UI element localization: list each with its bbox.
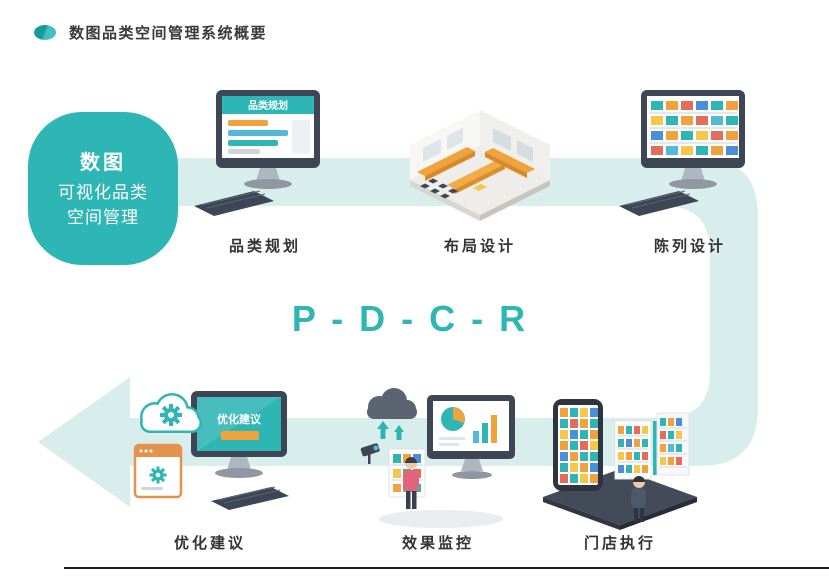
cloud-gear-icon [140,393,202,433]
station-label: 效果监控 [401,535,474,552]
screen-title: 优化建议 [217,412,262,426]
station-label: 优化建议 [173,535,246,552]
hero-blob-title: 数图 [80,152,126,175]
station-label: 陈列设计 [653,238,726,255]
hero-blob-subtitle-1: 可视化品类 [58,183,148,203]
checker-tiles [420,178,458,199]
page-title: 数图品类空间管理系统概要 [69,25,268,42]
store-room-illustration [410,110,550,221]
gear-icon [160,404,182,426]
gear-icon-small [149,466,167,484]
station-store-execution: 门店执行 [535,385,705,553]
station-display-design: 陈列设计 [605,88,775,256]
phone-store-shelves-icon [543,399,697,530]
station-label: 门店执行 [583,535,656,552]
keyboard-icon [619,190,699,216]
station-optimization-suggestion: 优化建议 [125,385,295,553]
monitor-icon: 优化建议 [191,391,287,478]
store-shelves-icon [614,412,690,480]
person-figure [403,457,419,509]
planogram-cells [560,408,598,483]
station-label: 布局设计 [443,238,516,255]
cloud-upload-icon [367,388,417,440]
keyboard-icon [211,486,289,510]
keyboard-icon [194,190,274,216]
up-arrows-icon [377,421,404,440]
monitor-planning-icon: 品类规划 [194,90,320,216]
floor-shadow [379,510,503,528]
monitor-icon [641,90,745,189]
monitor-charts-icon [427,395,515,479]
station-label: 品类规划 [228,238,301,255]
surveillance-camera-icon [360,443,380,464]
monitor-charts-person-icon [360,388,515,528]
monitor-icon: 品类规划 [216,90,320,189]
hero-blob: 数图 可视化品类 空间管理 [28,112,178,265]
store-layout-icon [410,110,550,221]
person-figure [631,476,646,522]
browser-window-icon [133,443,183,499]
station-category-planning: 品类规划 品类规划 [180,88,350,256]
hero-blob-subtitle-2: 空间管理 [67,208,139,227]
footer-divider [64,567,829,569]
header: 数图品类空间管理系统概要 [34,22,267,43]
cloud-gear-monitor-icon: 优化建议 [133,391,289,510]
planogram-grid [649,101,738,155]
station-effect-monitoring: 效果监控 [353,385,523,553]
pdcr-label: P - D - C - R [291,298,529,339]
shelf-rows-icon [417,147,535,194]
title-bullet-icon [34,25,56,40]
monitor-planogram-icon [619,90,745,216]
screen-title: 品类规划 [248,99,288,112]
smartphone-icon [553,399,603,491]
station-layout-design: 布局设计 [395,88,565,256]
